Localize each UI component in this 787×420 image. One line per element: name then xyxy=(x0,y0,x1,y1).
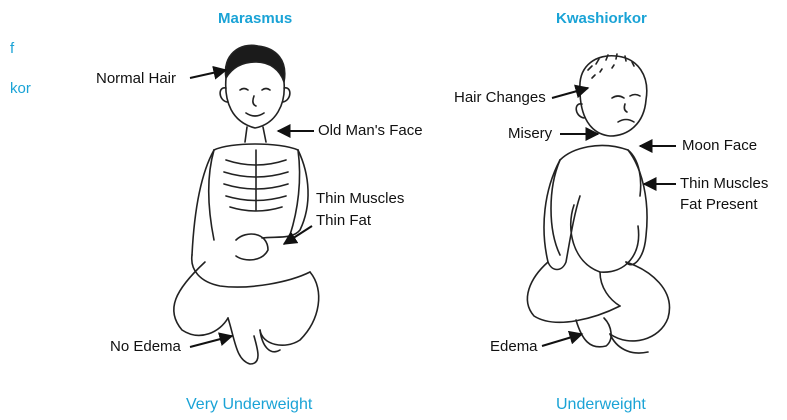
arrow-edema xyxy=(542,334,582,346)
arrow-normal-hair xyxy=(190,70,226,78)
label-normal-hair: Normal Hair xyxy=(96,70,176,87)
label-thin-fat: Thin Fat xyxy=(316,212,371,229)
arrow-no-edema xyxy=(190,336,232,347)
label-old-mans-face: Old Man's Face xyxy=(318,122,423,139)
label-hair-changes: Hair Changes xyxy=(454,89,546,106)
marasmus-footer: Very Underweight xyxy=(186,396,312,414)
normal-hair-drawing xyxy=(225,45,284,82)
kwashiorkor-child-illustration xyxy=(527,54,669,353)
arrow-hair-changes xyxy=(552,88,588,98)
label-fat-present: Fat Present xyxy=(680,196,758,213)
label-edema: Edema xyxy=(490,338,538,355)
label-moon-face: Moon Face xyxy=(682,137,757,154)
arrow-thin-muscles-fat xyxy=(284,226,312,244)
label-no-edema: No Edema xyxy=(110,338,181,355)
label-thin-muscles-marasmus: Thin Muscles xyxy=(316,190,404,207)
label-misery: Misery xyxy=(508,125,552,142)
label-thin-muscles-kwashiorkor: Thin Muscles xyxy=(680,175,768,192)
kwashiorkor-footer: Underweight xyxy=(556,396,646,414)
marasmus-child-illustration xyxy=(174,45,319,364)
